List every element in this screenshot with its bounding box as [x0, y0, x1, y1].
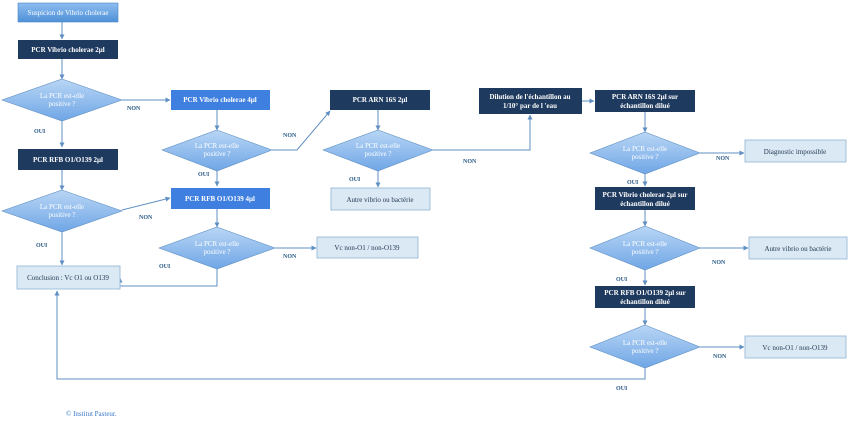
label-oui-q3: OUI	[198, 172, 210, 178]
label-oui-q7: OUI	[616, 277, 628, 283]
node-pcr-rfb-4ul: PCR RFB O1/O139 4µl	[171, 188, 270, 209]
node-dilution: Dilution de l'échantillon au 1/10° par d…	[479, 88, 582, 114]
svg-text:La PCR est-elle: La PCR est-elle	[195, 142, 239, 150]
svg-text:échantillon dilué: échantillon dilué	[620, 298, 670, 306]
node-pcr-rfb-dilue: PCR RFB O1/O139 2µl sur échantillon dilu…	[595, 286, 695, 308]
node-vc-non-o1-1: Vc non-O1 / non-O139	[316, 236, 419, 259]
svg-text:Dilution de l'échantillon au: Dilution de l'échantillon au	[489, 93, 570, 101]
svg-text:La PCR est-elle: La PCR est-elle	[356, 142, 400, 150]
svg-text:positive ?: positive ?	[364, 150, 391, 158]
node-autre-vibrio-1: Autre vibrio ou bactérie	[330, 187, 431, 211]
svg-text:1/10° par de l 'eau: 1/10° par de l 'eau	[503, 102, 557, 110]
decision-q3: La PCR est-elle positive ?	[161, 129, 273, 172]
svg-text:Diagnostic impossible: Diagnostic impossible	[764, 148, 826, 156]
node-pcr-arn-16s-dilue: PCR ARN 16S 2µl sur échantillon dilué	[595, 90, 695, 112]
label-oui-q2: OUI	[36, 243, 48, 249]
svg-text:PCR RFB O1/O139 4µl: PCR RFB O1/O139 4µl	[185, 195, 255, 203]
svg-text:positive ?: positive ?	[631, 347, 658, 355]
label-non-q3: NON	[283, 133, 297, 139]
label-non-q7: NON	[712, 260, 726, 266]
label-oui-q4: OUI	[159, 264, 171, 270]
svg-text:PCR ARN 16S 2µl: PCR ARN 16S 2µl	[353, 96, 408, 104]
edge-labels: OUI NON OUI NON OUI NON OUI NON OUI NON …	[34, 106, 730, 392]
svg-text:positive ?: positive ?	[48, 100, 75, 108]
svg-text:positive ?: positive ?	[631, 153, 658, 161]
label-non-q6: NON	[716, 156, 730, 162]
decision-q8: La PCR est-elle positive ?	[589, 324, 701, 369]
svg-text:PCR RFB O1/O139 2µl: PCR RFB O1/O139 2µl	[33, 156, 103, 164]
svg-text:PCR Vibrio cholerae 2µl sur: PCR Vibrio cholerae 2µl sur	[603, 191, 688, 199]
svg-text:Conclusion : Vc O1 ou O139: Conclusion : Vc O1 ou O139	[27, 274, 109, 282]
svg-text:La PCR est-elle: La PCR est-elle	[623, 339, 667, 347]
copyright-text: © Institut Pasteur.	[66, 410, 117, 418]
svg-text:échantillon dilué: échantillon dilué	[620, 200, 670, 208]
label-non-q8: NON	[713, 354, 727, 360]
svg-text:La PCR est-elle: La PCR est-elle	[623, 145, 667, 153]
svg-text:Vc non-O1 / non-O139: Vc non-O1 / non-O139	[334, 244, 400, 252]
decision-q6: La PCR est-elle positive ?	[589, 131, 701, 175]
label-oui-q1: OUI	[34, 129, 46, 135]
node-pcr-rfb-2ul: PCR RFB O1/O139 2µl	[18, 149, 118, 170]
label-non-q4: NON	[283, 254, 297, 260]
edge-q3-non	[272, 110, 331, 151]
svg-text:Autre vibrio ou bactérie: Autre vibrio ou bactérie	[346, 196, 413, 204]
svg-text:La PCR est-elle: La PCR est-elle	[623, 240, 667, 248]
svg-text:positive ?: positive ?	[48, 211, 75, 219]
label-oui-q6: OUI	[627, 180, 639, 186]
node-conclusion: Conclusion : Vc O1 ou O139	[16, 265, 121, 290]
svg-text:PCR ARN 16S 2µl sur: PCR ARN 16S 2µl sur	[612, 93, 678, 101]
svg-text:La PCR est-elle: La PCR est-elle	[40, 203, 84, 211]
decision-q4: La PCR est-elle positive ?	[158, 226, 276, 270]
svg-text:PCR Vibrio cholerae 4µl: PCR Vibrio cholerae 4µl	[183, 96, 256, 104]
svg-text:La PCR est-elle: La PCR est-elle	[40, 92, 84, 100]
svg-text:échantillon dilué: échantillon dilué	[620, 102, 670, 110]
edge-q4-oui	[117, 269, 218, 287]
edge-q8-oui	[54, 290, 646, 380]
decision-q2: La PCR est-elle positive ?	[1, 189, 123, 233]
label-non-q5: NON	[463, 159, 477, 165]
decision-q1: La PCR est-elle positive ?	[1, 78, 123, 122]
node-diagnostic-impossible: Diagnostic impossible	[744, 139, 847, 163]
svg-text:Autre vibrio ou bactérie: Autre vibrio ou bactérie	[764, 245, 831, 253]
node-pcr-vibrio-2ul: PCR Vibrio cholerae 2µl	[18, 40, 118, 59]
edge-q5-non	[433, 114, 533, 151]
node-vc-non-o1-2: Vc non-O1 / non-O139	[744, 335, 847, 359]
svg-text:La PCR est-elle: La PCR est-elle	[195, 240, 239, 248]
svg-text:Vc non-O1 / non-O139: Vc non-O1 / non-O139	[762, 344, 828, 352]
decision-q5: La PCR est-elle positive ?	[322, 129, 434, 172]
node-start: Suspicion de Vibrio cholerae	[17, 2, 119, 23]
svg-text:PCR RFB O1/O139 2µl sur: PCR RFB O1/O139 2µl sur	[604, 289, 685, 297]
svg-text:positive ?: positive ?	[203, 150, 230, 158]
svg-text:positive ?: positive ?	[631, 248, 658, 256]
label-oui-q5: OUI	[349, 177, 361, 183]
node-autre-vibrio-2: Autre vibrio ou bactérie	[748, 236, 848, 260]
svg-text:positive ?: positive ?	[203, 248, 230, 256]
svg-text:Suspicion de Vibrio cholerae: Suspicion de Vibrio cholerae	[28, 9, 109, 17]
label-non-q1: NON	[127, 106, 141, 112]
edge-q2-non	[121, 196, 171, 211]
decision-q7: La PCR est-elle positive ?	[589, 225, 701, 271]
node-pcr-arn-16s-2ul: PCR ARN 16S 2µl	[330, 90, 430, 110]
svg-text:PCR Vibrio cholerae 2µl: PCR Vibrio cholerae 2µl	[31, 46, 104, 54]
label-non-q2: NON	[139, 215, 153, 221]
label-oui-q8: OUI	[616, 386, 628, 392]
node-pcr-vibrio-dilue: PCR Vibrio cholerae 2µl sur échantillon …	[595, 187, 695, 210]
node-pcr-vibrio-4ul: PCR Vibrio cholerae 4µl	[171, 90, 270, 110]
